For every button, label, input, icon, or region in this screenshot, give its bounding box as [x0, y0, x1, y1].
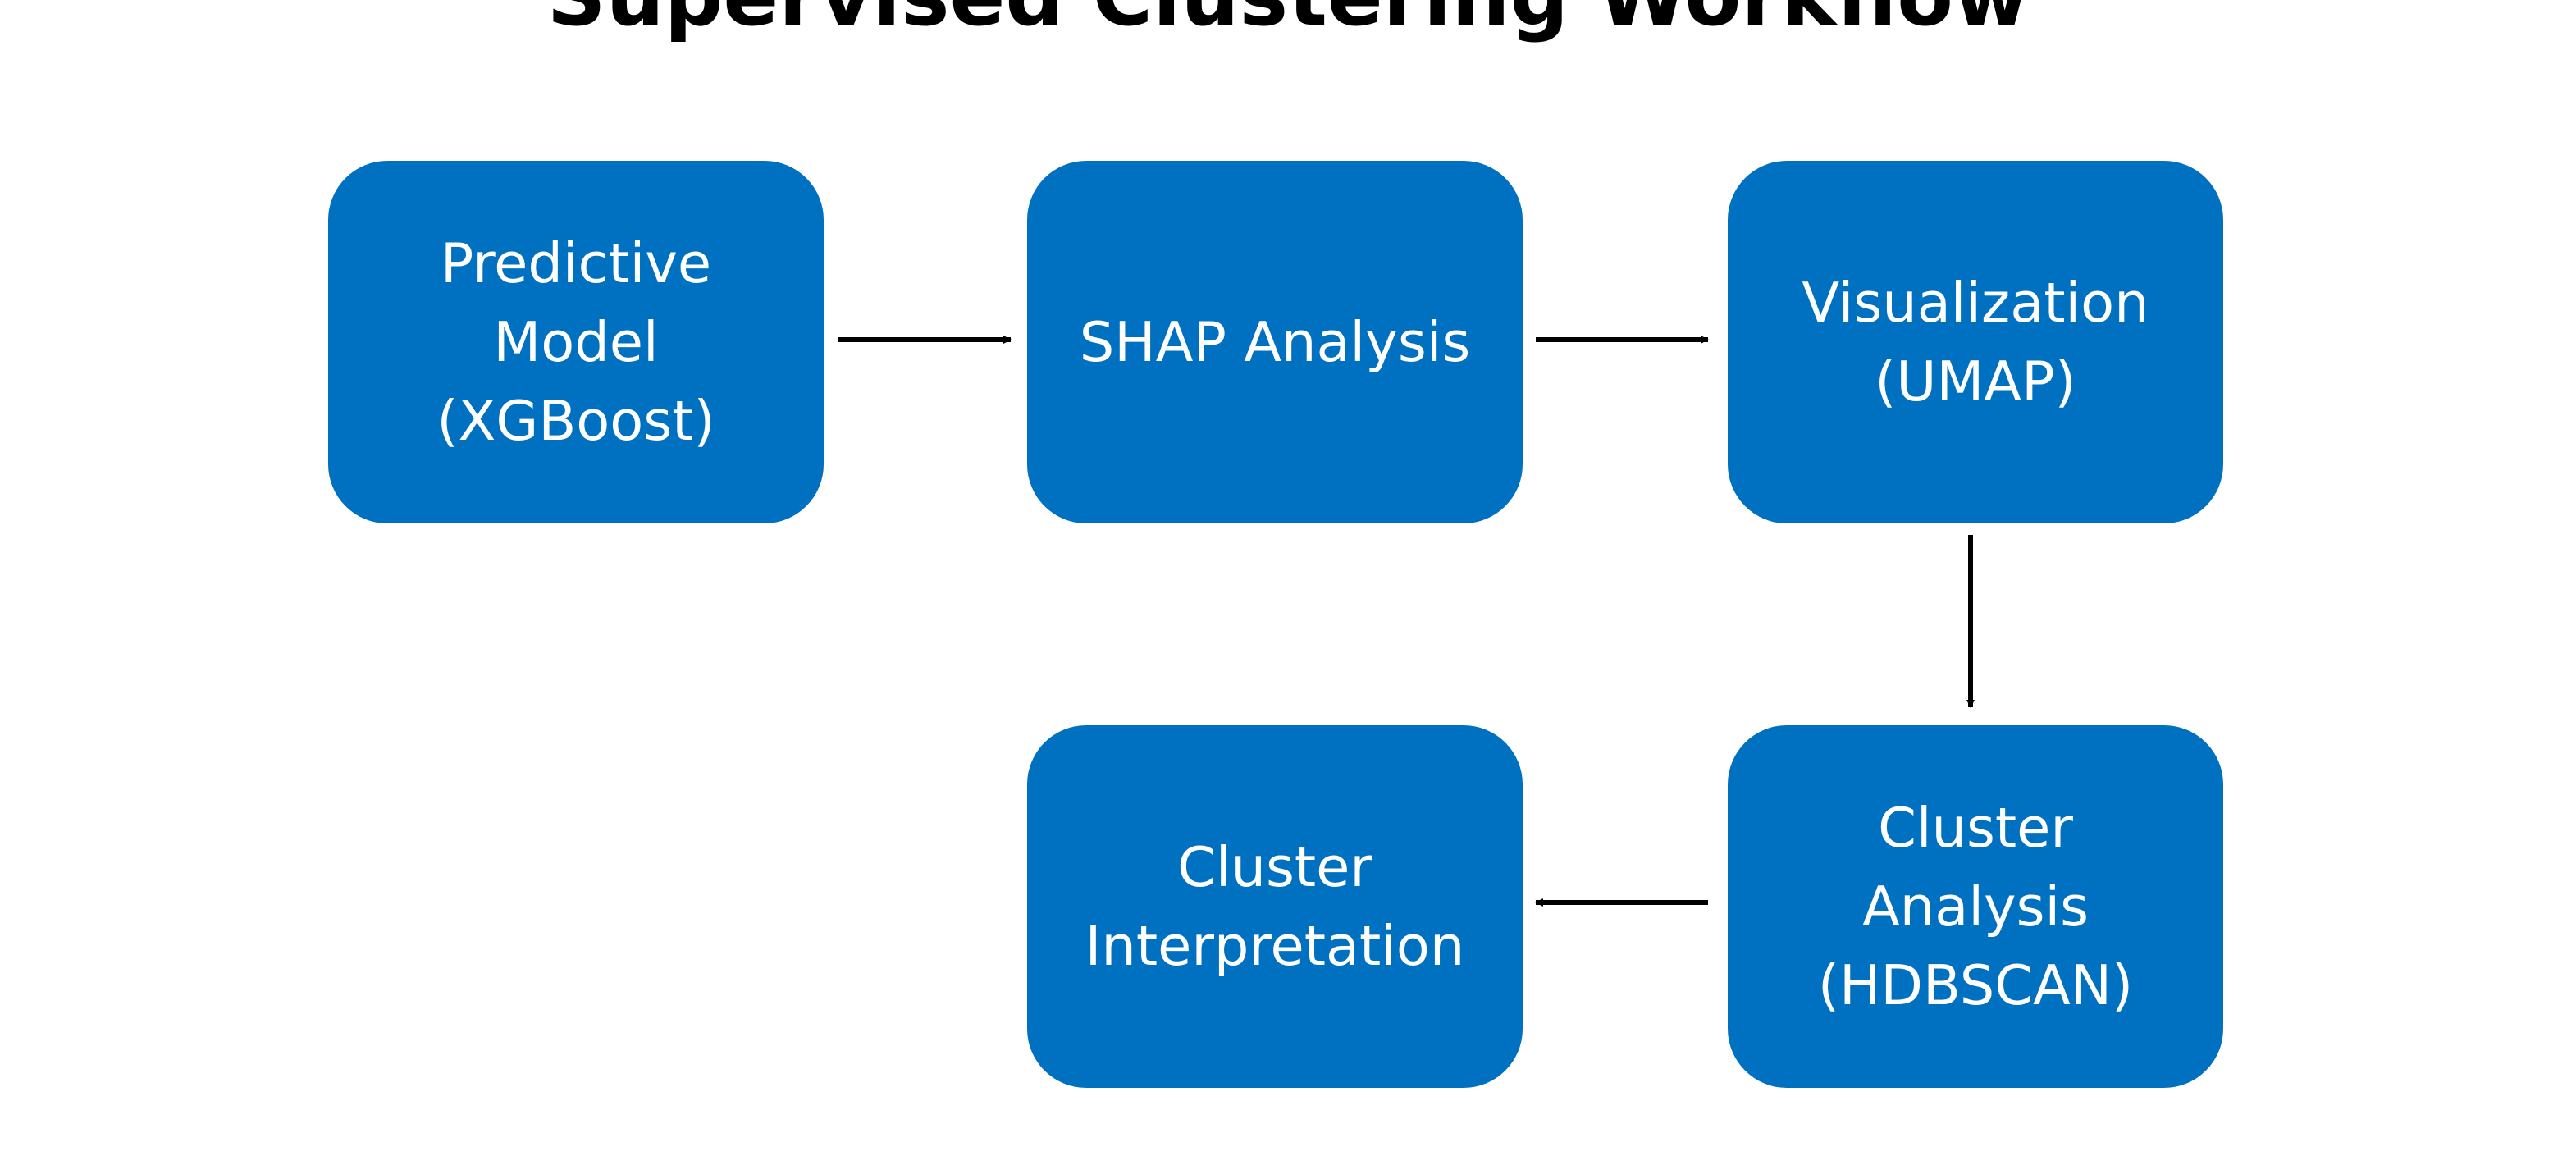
node-cluster-analysis: Cluster Analysis (HDBSCAN) [1728, 725, 2223, 1088]
node-visualization: Visualization (UMAP) [1728, 161, 2223, 523]
node-label: SHAP Analysis [1079, 310, 1471, 374]
node-predictive-model: Predictive Model (XGBoost) [328, 161, 824, 523]
node-label: Cluster Analysis (HDBSCAN) [1817, 796, 2134, 1017]
node-cluster-interpretation: Cluster Interpretation [1027, 725, 1523, 1088]
node-label: Predictive Model (XGBoost) [436, 231, 715, 453]
diagram-title: Supervised Clustering Workflow [0, 0, 2576, 46]
node-shap-analysis: SHAP Analysis [1027, 161, 1523, 523]
node-label: Cluster Interpretation [1085, 835, 1465, 978]
node-label: Visualization (UMAP) [1802, 271, 2149, 413]
